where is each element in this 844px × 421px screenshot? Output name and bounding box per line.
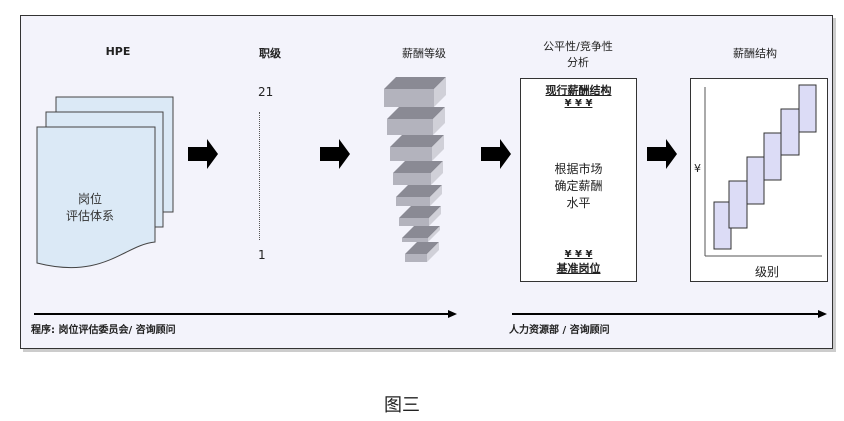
arrow-right-icon — [320, 139, 350, 169]
step-2 — [728, 180, 748, 229]
arrow-right-icon — [481, 139, 511, 169]
arrow-right-icon — [647, 139, 677, 169]
pay-grade-block-4 — [393, 161, 443, 185]
pay-grade-block-7 — [402, 226, 440, 242]
pay-grade-block-8 — [405, 242, 439, 262]
step-1 — [713, 201, 732, 250]
current-structure-label: 现行薪酬结构 — [545, 84, 612, 97]
process-right-label: 人力资源部 / 咨询顾问 — [509, 325, 610, 336]
grade-bottom: 1 — [258, 248, 266, 262]
analysis-middle: 根据市场确定薪酬水平 — [554, 162, 603, 210]
benchmark-label: 基准岗位 — [556, 262, 601, 275]
y-axis-label: ¥ — [694, 162, 701, 175]
pay-grade-block-3 — [390, 135, 444, 161]
analysis-title: 公平性/竞争性分析 — [543, 40, 613, 69]
step-4 — [763, 132, 782, 181]
step-6 — [798, 84, 817, 133]
grade-title: 职级 — [259, 47, 281, 60]
process-arrow-left — [34, 310, 457, 318]
doc-text: 岗位评估体系 — [65, 192, 114, 223]
process-left-label: 程序: 岗位评估委员会/ 咨询顾问 — [31, 325, 176, 336]
pay-grade-block-6 — [399, 206, 441, 226]
pay-structure-chart — [704, 84, 822, 257]
document-stack-icon — [36, 96, 174, 269]
pay-grade-title: 薪酬等级 — [402, 47, 446, 60]
x-axis-label: 级别 — [755, 265, 780, 279]
grade-scale-line — [259, 112, 260, 240]
top-yen: ¥ ¥ ¥ — [564, 98, 593, 109]
process-arrow-right — [512, 310, 827, 318]
arrow-right-icon — [188, 139, 218, 169]
figure-caption: 图三 — [384, 395, 420, 416]
pay-grade-block-2 — [387, 107, 445, 135]
pay-grade-pyramid — [384, 77, 446, 262]
structure-title: 薪酬结构 — [733, 47, 777, 60]
step-3 — [746, 156, 765, 205]
bottom-yen: ¥ ¥ ¥ — [564, 249, 593, 260]
hpe-title: HPE — [105, 45, 131, 58]
pay-grade-block-5 — [396, 185, 442, 206]
pay-grade-block-1 — [384, 77, 446, 107]
grade-top: 21 — [258, 85, 274, 99]
analysis-box: 现行薪酬结构 ¥ ¥ ¥ 根据市场确定薪酬水平 ¥ ¥ ¥ 基准岗位 — [520, 78, 637, 282]
step-5 — [780, 108, 800, 156]
